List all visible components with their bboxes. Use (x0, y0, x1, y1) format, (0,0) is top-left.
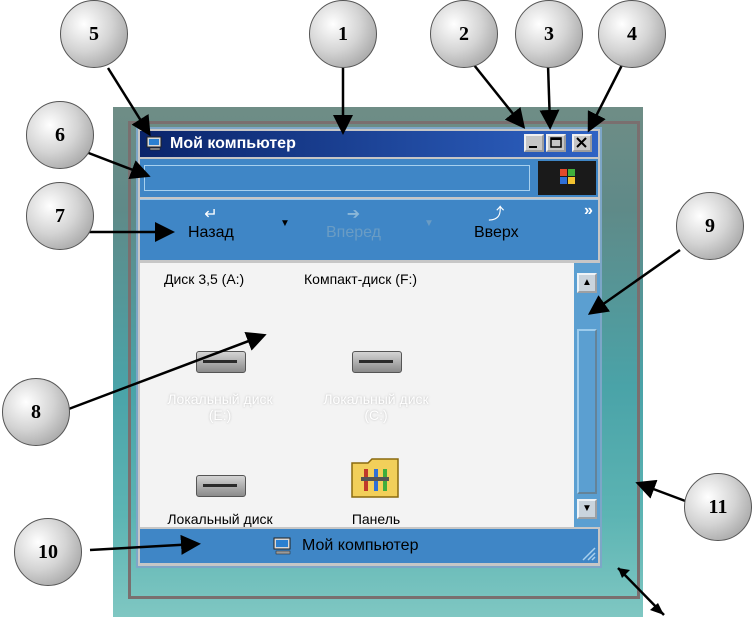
back-button[interactable]: ↵ Назад (188, 206, 234, 242)
up-label: Вверх (474, 224, 519, 241)
callout-7: 7 (26, 182, 94, 250)
standard-toolbar: ↵ Назад ▼ ➔ Вперед ▼ ⤴ Вверх » (140, 199, 598, 260)
list-item[interactable]: Локальный диск (E:) (150, 391, 290, 423)
item-label: (C:) (364, 407, 388, 423)
pointer-line (587, 64, 624, 133)
callout-10: 10 (14, 518, 82, 586)
item-label: Локальный диск (323, 391, 429, 407)
scroll-down-button[interactable]: ▼ (577, 499, 597, 519)
forward-label: Вперед (326, 224, 382, 241)
forward-dropdown-icon[interactable]: ▼ (424, 218, 434, 229)
scroll-thumb[interactable] (577, 329, 597, 494)
item-label: Панель (351, 511, 401, 527)
pointer-line (85, 150, 151, 179)
callout-4: 4 (598, 0, 666, 68)
close-icon (576, 137, 587, 148)
item-label: Локальный диск (167, 391, 273, 407)
toolbar-more-button[interactable]: » (584, 202, 593, 219)
forward-button[interactable]: ➔ Вперед (326, 206, 381, 242)
list-item[interactable]: Локальный диск (150, 511, 290, 527)
item-label: Локальный диск (167, 511, 273, 527)
callout-8: 8 (2, 378, 70, 446)
maximize-button[interactable] (546, 134, 566, 152)
scroll-up-button[interactable]: ▲ (577, 273, 597, 293)
pointer-line (587, 248, 681, 315)
window-title: Мой компьютер (170, 135, 296, 152)
callout-3: 3 (515, 0, 583, 68)
scroll-down-icon: ▼ (582, 503, 592, 514)
explorer-window: Мой компьютер ↵ Назад ▼ ➔ В (136, 127, 602, 568)
item-label: (E:) (208, 407, 232, 423)
resize-grip-icon[interactable] (580, 545, 596, 561)
back-dropdown-icon[interactable]: ▼ (280, 218, 290, 229)
callout-5: 5 (60, 0, 128, 68)
file-view: Диск 3,5 (A:) Компакт-диск (F:) Локальны… (140, 263, 574, 527)
list-item[interactable]: Панель (306, 511, 446, 527)
pointer-line (65, 331, 267, 412)
list-item[interactable]: Диск 3,5 (A:) (164, 271, 244, 287)
callout-1: 1 (309, 0, 377, 68)
windows-logo (538, 161, 596, 195)
list-item[interactable]: Локальный диск (C:) (306, 391, 446, 423)
status-bar: Мой компьютер (140, 529, 598, 563)
pointer-arrowhead (650, 603, 664, 615)
windows-flag-icon (560, 169, 575, 184)
hard-drive-icon[interactable] (352, 351, 402, 373)
item-label: Компакт-диск (F:) (304, 271, 418, 287)
callout-11: 11 (684, 473, 752, 541)
callout-6: 6 (26, 101, 94, 169)
list-item[interactable]: Компакт-диск (F:) (304, 271, 417, 287)
pointer-line (89, 534, 201, 555)
up-button[interactable]: ⤴ Вверх (474, 206, 519, 242)
minimize-button[interactable] (524, 134, 544, 152)
scroll-up-icon: ▲ (582, 277, 592, 288)
pointer-arrowhead (618, 568, 630, 578)
menu-bar (140, 159, 598, 197)
vertical-scrollbar[interactable]: ▲ ▼ (574, 263, 600, 527)
forward-arrow-icon: ➔ (346, 206, 361, 223)
control-panel-icon[interactable] (350, 455, 400, 499)
computer-icon (273, 537, 291, 555)
close-button[interactable] (572, 134, 592, 152)
pointer-line (539, 64, 560, 130)
resize-outline (128, 121, 640, 599)
pointer-line (106, 67, 151, 137)
computer-icon (146, 136, 162, 151)
callout-9: 9 (676, 192, 744, 260)
pointer-line (635, 479, 689, 504)
status-text: Мой компьютер (302, 537, 419, 554)
minimize-icon (529, 146, 537, 148)
item-label: Диск 3,5 (A:) (164, 271, 245, 287)
back-arrow-icon: ↵ (204, 206, 218, 223)
callout-2: 2 (430, 0, 498, 68)
maximize-icon (550, 137, 562, 148)
pointer-line (469, 59, 526, 129)
back-label: Назад (188, 224, 234, 241)
title-bar[interactable]: Мой компьютер (140, 131, 598, 157)
up-folder-icon: ⤴ (488, 206, 505, 223)
hard-drive-icon[interactable] (196, 475, 246, 497)
